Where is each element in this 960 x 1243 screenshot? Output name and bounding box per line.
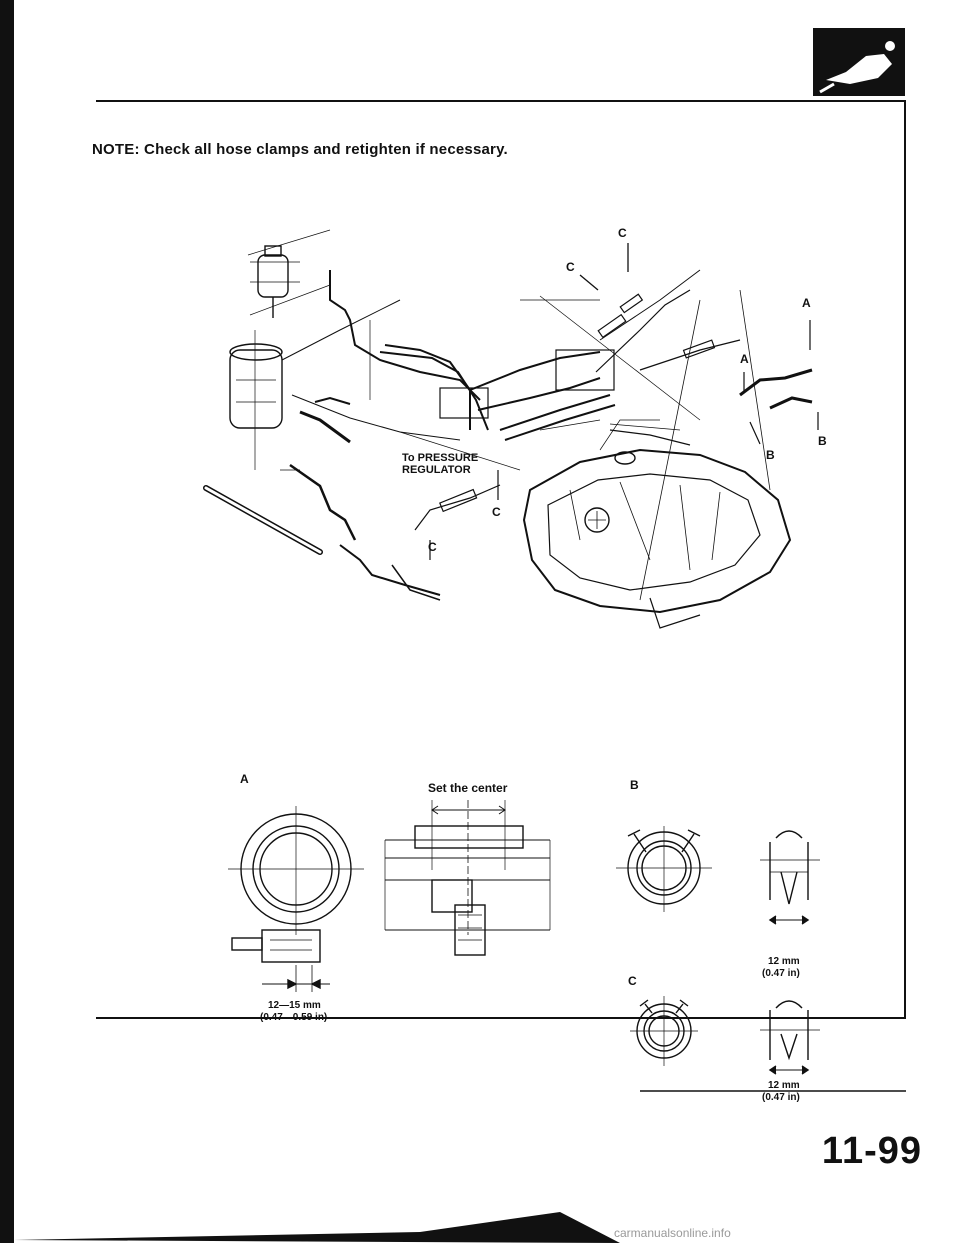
clamp-a-front-view: [228, 806, 364, 992]
note-text: Check all hose clamps and retighten if n…: [144, 141, 508, 158]
detail-a-label: A: [240, 772, 249, 786]
fuel-nozzle-icon: [813, 28, 905, 96]
set-center-note: Set the center: [428, 781, 508, 795]
callout-c-upper: C: [566, 260, 575, 274]
detail-a-dimension-in: (0.47—0.59 in): [260, 1012, 328, 1023]
detail-c-label: C: [628, 974, 637, 988]
detail-c-dimension-mm: 12 mm: [768, 1080, 800, 1091]
clamp-b-front-view: [616, 826, 712, 912]
detail-b-label: B: [630, 778, 639, 792]
detail-b-dimension-mm: 12 mm: [768, 956, 800, 967]
callout-c-lower: C: [428, 540, 437, 554]
pressure-regulator-callout: To PRESSURE REGULATOR: [402, 452, 479, 476]
bottom-edge-shadow: [14, 1212, 620, 1243]
clamp-c-front-view: [630, 996, 698, 1066]
binding-edge: [0, 0, 14, 1243]
callout-a-right: A: [802, 296, 811, 310]
detail-c-dimension-in: (0.47 in): [762, 1092, 800, 1103]
detail-b-dimension-in: (0.47 in): [762, 968, 800, 979]
detail-a-dimension-mm: 12—15 mm: [268, 1000, 321, 1011]
watermark-text: carmanualsonline.info: [614, 1226, 731, 1240]
callout-b-right: B: [818, 434, 827, 448]
page-number: 11-99: [821, 1130, 922, 1172]
callout-a-left: A: [740, 352, 749, 366]
clamp-b-side-view: [760, 830, 820, 925]
note-prefix: NOTE:: [92, 141, 140, 158]
callout-c-top: C: [618, 226, 627, 240]
callout-b-left: B: [766, 448, 775, 462]
note-line: NOTE: Check all hose clamps and retighte…: [92, 141, 508, 158]
clamp-a-side-view: [384, 800, 551, 956]
clamp-c-side-view: [760, 1000, 820, 1075]
exploded-view: [203, 229, 819, 629]
callout-c-regulator: C: [492, 505, 501, 519]
